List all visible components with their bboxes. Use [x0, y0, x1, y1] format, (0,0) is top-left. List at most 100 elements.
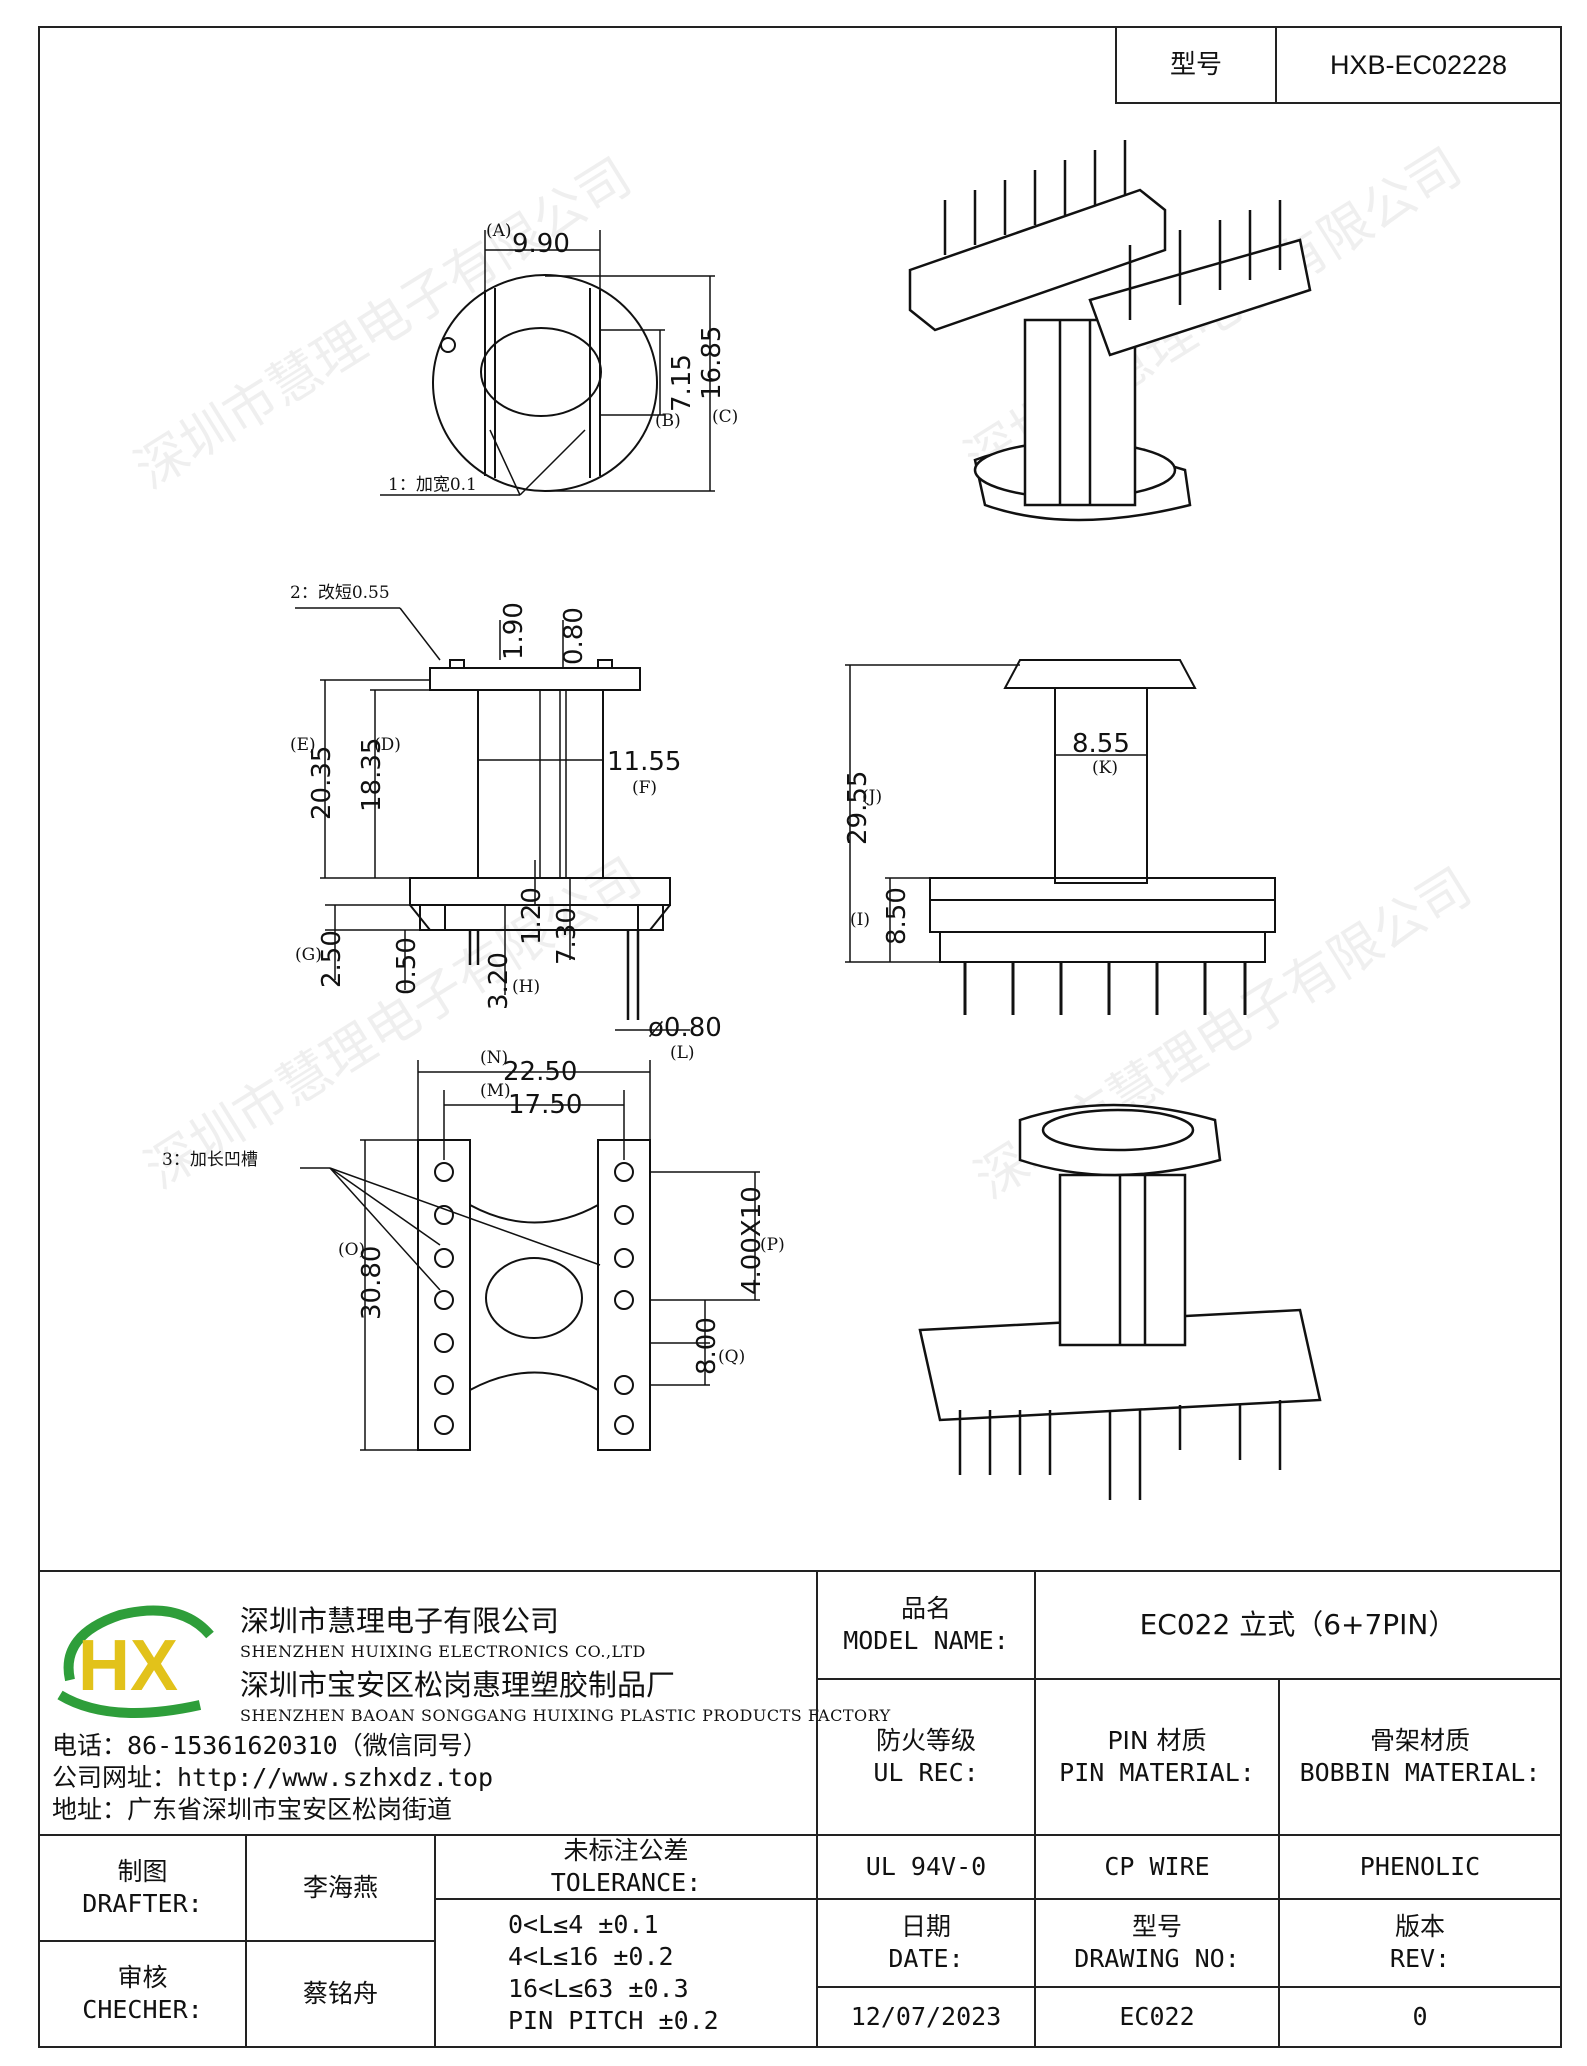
rev-en: REV: — [1389, 1944, 1451, 1973]
logo-text: HX — [78, 1626, 178, 1706]
tolerance-row-2: 4<L≤16 ±0.2 — [508, 1942, 674, 1971]
drawing-no-cn: 型号 — [1131, 1912, 1182, 1941]
ul-rec-en: UL REC: — [873, 1758, 979, 1787]
bottom-right-rail — [597, 1139, 651, 1451]
side-barrel — [1054, 687, 1148, 884]
date-en: DATE: — [888, 1944, 964, 1973]
side-base-top — [929, 877, 1276, 901]
dim-E-value: 20.35 — [307, 746, 337, 820]
dim-M-label: (M) — [480, 1081, 511, 1101]
drafter-cn: 制图 — [117, 1857, 168, 1886]
drafter-name: 李海燕 — [245, 1834, 436, 1942]
top-view — [380, 230, 715, 496]
iso-top-pinrow-left — [908, 188, 1167, 332]
technical-drawing: 深圳市慧理电子有限公司 深圳市慧理电子有限公司 深圳市慧理电子有限公司 深圳市慧… — [125, 137, 1482, 1500]
dim-C-value: 16.85 — [697, 326, 727, 400]
rev-label: 版本 REV: — [1278, 1898, 1562, 1988]
drafter-label: 制图 DRAFTER: — [38, 1834, 247, 1942]
dim-F-label: (F) — [632, 778, 657, 798]
drafter-name-text: 李海燕 — [302, 1873, 378, 1902]
date-value: 12/07/2023 — [816, 1986, 1036, 2048]
dim-K-label: (K) — [1092, 758, 1118, 778]
pin-material-value-text: CP WIRE — [1104, 1852, 1210, 1881]
dim-190: 1.90 — [499, 602, 529, 660]
iso-top-pinrow-right — [1088, 238, 1312, 357]
bobbin-material-value-text: PHENOLIC — [1359, 1852, 1481, 1881]
dim-P-label: (P) — [760, 1235, 785, 1255]
tolerance-row-1: 0<L≤4 ±0.1 — [508, 1910, 659, 1939]
dim-J-label: (J) — [862, 787, 882, 807]
side-top-flange — [1003, 659, 1197, 689]
dim-K-value: 8.55 — [1072, 729, 1130, 759]
dim-N-value: 22.50 — [503, 1057, 577, 1087]
tolerance-en: TOLERANCE: — [550, 1868, 702, 1897]
front-view — [295, 607, 690, 1031]
dim-O-label: (O) — [338, 1240, 365, 1260]
company-name-1-en: SHENZHEN HUIXING ELECTRONICS CO.,LTD — [240, 1642, 646, 1661]
company-website: 公司网址：http://www.szhxdz.top — [52, 1763, 494, 1792]
logo-arc-top-icon — [63, 1605, 214, 1682]
bottom-left-pin-holes — [434, 1162, 454, 1435]
front-base-block-left — [419, 904, 446, 931]
model-name-label: 品名 MODEL NAME: — [816, 1570, 1036, 1680]
dim-B-value: 7.15 — [667, 354, 697, 412]
company-name-2-en: SHENZHEN BAOAN SONGGANG HUIXING PLASTIC … — [240, 1706, 891, 1725]
ul-value: UL 94V-0 — [816, 1834, 1036, 1900]
bottom-bridge — [469, 1203, 599, 1392]
model-name-en: MODEL NAME: — [843, 1626, 1009, 1655]
ul-value-text: UL 94V-0 — [865, 1852, 987, 1881]
side-view — [845, 659, 1276, 1015]
dim-H-value: 3.20 — [484, 952, 514, 1010]
checker-en: CHECHER: — [82, 1995, 203, 2024]
bobbin-material-value: PHENOLIC — [1278, 1834, 1562, 1900]
checker-name-text: 蔡铭舟 — [302, 1979, 378, 2008]
tolerance-values: 0<L≤4 ±0.1 4<L≤16 ±0.2 16<L≤63 ±0.3 PIN … — [434, 1898, 818, 2048]
dim-F-value: 11.55 — [607, 747, 681, 777]
dim-080: 0.80 — [559, 607, 589, 665]
dim-A-value: 9.90 — [512, 229, 570, 259]
note-2: 2：改短0.55 — [290, 583, 390, 603]
company-logo: HX — [57, 1605, 214, 1718]
iso-bottom-barrel — [1058, 1173, 1187, 1347]
front-top-tab-left — [449, 659, 465, 669]
date-label: 日期 DATE: — [816, 1898, 1036, 1988]
side-base-mid — [929, 899, 1276, 933]
dim-P-value: 4.00X10 — [737, 1186, 767, 1295]
top-pin1-mark — [440, 337, 456, 353]
top-core-hole — [480, 327, 602, 417]
dim-120: 1.20 — [517, 887, 547, 945]
pin-material-cn: PIN 材质 — [1107, 1726, 1207, 1755]
company-phone: 电话：86-15361620310（微信同号） — [52, 1731, 488, 1760]
dim-I-value: 8.50 — [882, 887, 912, 945]
drawing-no-label: 型号 DRAWING NO: — [1034, 1898, 1280, 1988]
rev-value-text: 0 — [1412, 2002, 1428, 2031]
watermark-1: 深圳市慧理电子有限公司 — [125, 147, 642, 501]
header-model-value: HXB-EC02228 — [1275, 26, 1562, 104]
logo-arc-bottom-icon — [57, 1690, 202, 1718]
dim-050: 0.50 — [392, 937, 422, 995]
front-top-tab-right — [597, 659, 613, 669]
drawing-no-value: EC022 — [1034, 1986, 1280, 2048]
tolerance-label: 未标注公差 TOLERANCE: — [434, 1834, 818, 1900]
dim-N-label: (N) — [480, 1048, 508, 1068]
dim-E-label: (E) — [290, 735, 316, 755]
bobbin-material-label: 骨架材质 BOBBIN MATERIAL: — [1278, 1678, 1562, 1836]
tolerance-row-3: 16<L≤63 ±0.3 — [508, 1974, 689, 2003]
pin-material-value: CP WIRE — [1034, 1834, 1280, 1900]
drawing-no-en: DRAWING NO: — [1074, 1944, 1240, 1973]
side-base-low — [939, 931, 1266, 963]
dim-Q-label: (Q) — [718, 1347, 745, 1367]
drafter-en: DRAFTER: — [82, 1889, 203, 1918]
dim-D-label: (D) — [374, 735, 401, 755]
dim-H-label: (H) — [512, 977, 540, 997]
date-value-text: 12/07/2023 — [850, 2002, 1002, 2031]
note-1: 1：加宽0.1 — [388, 475, 477, 495]
ul-rec-cn: 防火等级 — [875, 1726, 976, 1755]
front-base-block-right — [637, 904, 664, 931]
isometric-view-top — [908, 140, 1312, 522]
dim-G-value: 2.50 — [317, 930, 347, 988]
dim-M-value: 17.50 — [508, 1090, 582, 1120]
company-name-2: 深圳市宝安区松岗惠理塑胶制品厂 — [240, 1668, 676, 1702]
tolerance-cn: 未标注公差 — [563, 1836, 689, 1865]
dim-Q-value: 8.00 — [692, 1317, 722, 1375]
